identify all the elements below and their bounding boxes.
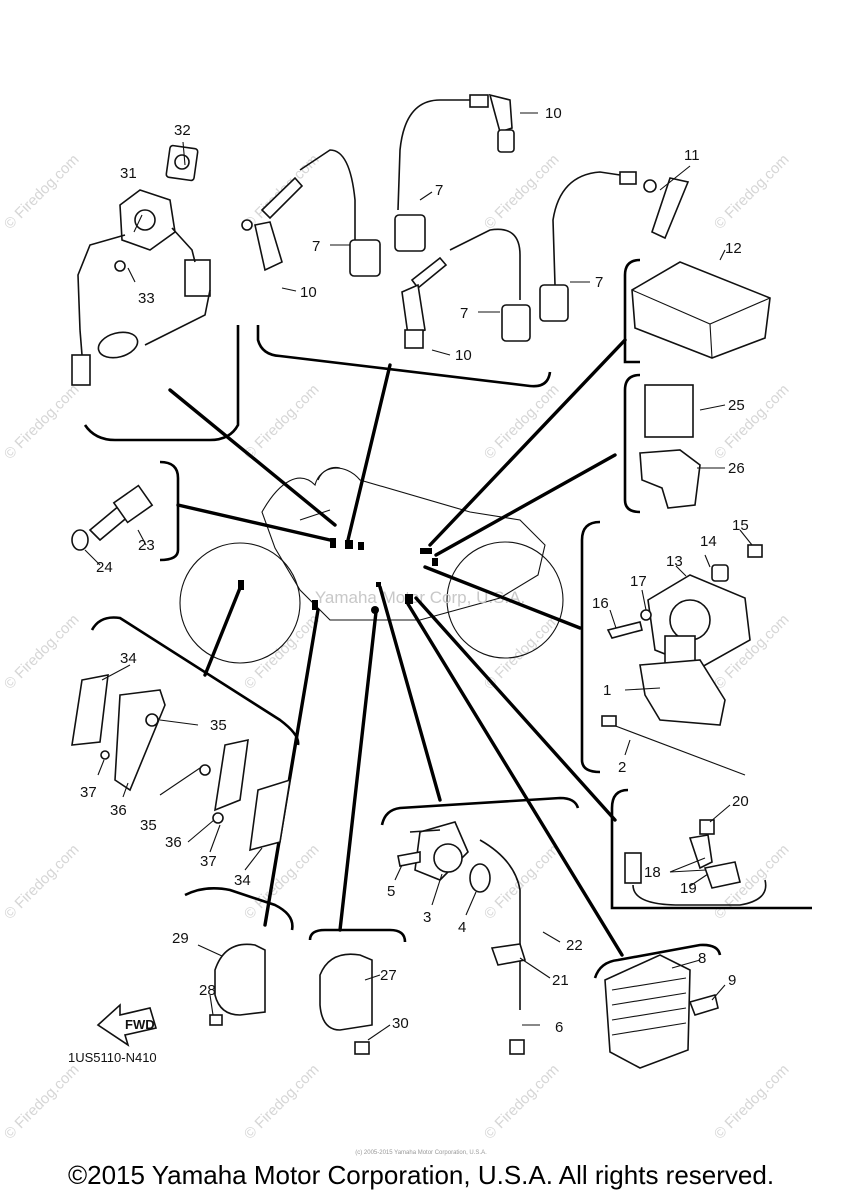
starter-relay-assembly (601, 544, 763, 776)
callout-35: 35 (140, 817, 157, 834)
callout-2: 2 (618, 759, 626, 776)
callout-35: 35 (210, 717, 227, 734)
callout-7: 7 (435, 182, 443, 199)
callout-7: 7 (595, 274, 603, 291)
gear-sensor (397, 821, 527, 1055)
copyright-footer: ©2015 Yamaha Motor Corporation, U.S.A. A… (67, 1160, 775, 1190)
callout-7: 7 (460, 305, 468, 322)
callout-28: 28 (199, 982, 216, 999)
watermark: © Firedog.com (1, 611, 83, 693)
callout-19: 19 (680, 880, 697, 897)
ignition-coils (241, 93, 690, 349)
relay-assembly (639, 384, 701, 509)
callout-29: 29 (172, 930, 189, 947)
callout-12: 12 (725, 240, 742, 257)
callout-23: 23 (138, 537, 155, 554)
regulator-rectifier (604, 954, 719, 1069)
callout-3: 3 (423, 909, 431, 926)
callout-26: 26 (728, 460, 745, 477)
callout-16: 16 (592, 595, 609, 612)
watermark: © Firedog.com (241, 1061, 323, 1143)
callout-7: 7 (312, 238, 320, 255)
motorcycle-outline: Yamaha Motor Corp, U.S.A. (179, 466, 564, 664)
watermark: © Firedog.com (711, 151, 793, 233)
callout-4: 4 (458, 919, 466, 936)
watermark: © Firedog.com (711, 381, 793, 463)
callout-34: 34 (120, 650, 137, 667)
callout-leaders (84, 112, 753, 1041)
horns (209, 943, 373, 1055)
tiny-copyright: (c) 2005-2015 Yamaha Motor Corporation, … (355, 1150, 487, 1156)
watermark: © Firedog.com (1, 1061, 83, 1143)
callout-13: 13 (666, 553, 683, 570)
callout-10: 10 (300, 284, 317, 301)
callout-14: 14 (700, 533, 717, 550)
fwd-arrow: FWD (96, 1003, 158, 1047)
watermark: © Firedog.com (481, 841, 563, 923)
callout-27: 27 (380, 967, 397, 984)
watermark: © Firedog.com (1, 841, 83, 923)
callout-36: 36 (110, 802, 127, 819)
watermark: © Firedog.com (711, 1061, 793, 1143)
diagram-code: 1US5110-N410 (68, 1050, 157, 1065)
callout-25: 25 (728, 397, 745, 414)
watermark: © Firedog.com (241, 381, 323, 463)
callout-labels: 10 11 12 25 26 31 32 33 7 7 7 7 10 10 23… (80, 105, 749, 1036)
watermark: © Firedog.com (481, 611, 563, 693)
callout-37: 37 (80, 784, 97, 801)
group-brackets (83, 258, 812, 979)
callout-18: 18 (644, 864, 661, 881)
callout-11: 11 (684, 147, 700, 164)
fwd-label: FWD (125, 1017, 155, 1032)
callout-21: 21 (552, 972, 569, 989)
callout-5: 5 (387, 883, 395, 900)
watermark: © Firedog.com (241, 841, 323, 923)
leader-lines (168, 338, 627, 957)
callout-36: 36 (165, 834, 182, 851)
callout-15: 15 (732, 517, 749, 534)
callout-31: 31 (120, 165, 137, 182)
callout-1: 1 (603, 682, 611, 699)
ecu-unit (631, 261, 771, 359)
callout-34: 34 (234, 872, 251, 889)
bracket-assembly (71, 674, 291, 852)
callout-37: 37 (200, 853, 217, 870)
callout-22: 22 (566, 937, 583, 954)
center-watermark: Yamaha Motor Corp, U.S.A. (315, 588, 525, 607)
speed-sensor (624, 819, 767, 906)
callout-32: 32 (174, 122, 191, 139)
callout-20: 20 (732, 793, 749, 810)
fuel-sender-assembly (71, 144, 211, 386)
callout-10: 10 (455, 347, 472, 364)
watermark: © Firedog.com (481, 151, 563, 233)
watermark: © Firedog.com (481, 1061, 563, 1143)
callout-30: 30 (392, 1015, 409, 1032)
callout-24: 24 (96, 559, 113, 576)
watermark: © Firedog.com (1, 381, 83, 463)
callout-17: 17 (630, 573, 647, 590)
temperature-sensor (71, 484, 154, 551)
callout-6: 6 (555, 1019, 563, 1036)
callout-9: 9 (728, 972, 736, 989)
watermark: © Firedog.com (1, 151, 83, 233)
callout-10: 10 (545, 105, 562, 122)
callout-33: 33 (138, 290, 155, 307)
callout-8: 8 (698, 950, 706, 967)
